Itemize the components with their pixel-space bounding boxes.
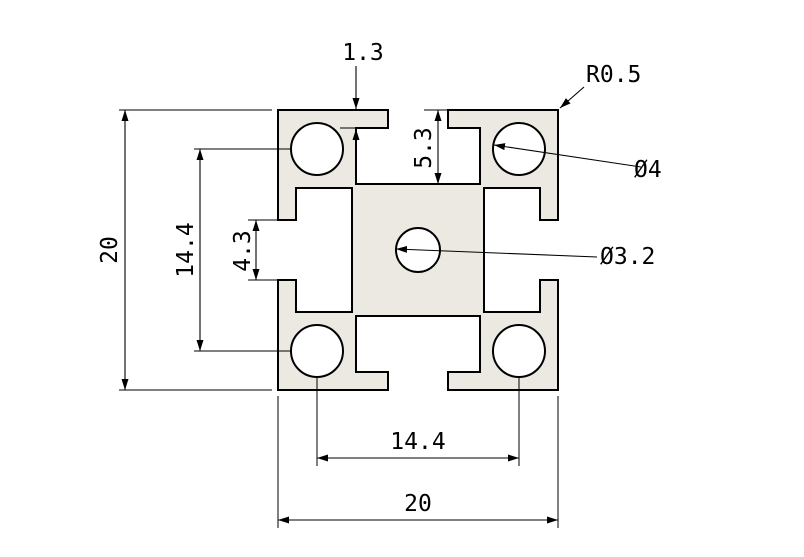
overall-width-label: 20 <box>404 491 432 517</box>
slot-opening-label: 4.3 <box>230 230 256 272</box>
dim-overall-width <box>277 396 559 528</box>
dim-overall-height <box>119 109 272 391</box>
dim-wall-thickness <box>340 66 374 148</box>
wall-thickness-label: 1.3 <box>342 40 384 66</box>
hole-spacing-horizontal-label: 14.4 <box>390 429 445 455</box>
corner-radius-label: R0.5 <box>586 62 641 88</box>
leader-line <box>395 245 598 258</box>
corner-hole-diameter-label: Ø4 <box>634 157 662 183</box>
corner-hole-bottom-left <box>290 324 344 378</box>
leader-line <box>559 86 585 109</box>
center-hole-diameter-label: Ø3.2 <box>600 244 655 270</box>
dim-slot-depth <box>424 109 454 185</box>
leader-corner-radius <box>559 86 585 109</box>
corner-hole-bottom-right <box>492 324 546 378</box>
corner-hole-top-left <box>290 122 344 176</box>
hole-spacing-vertical-label: 14.4 <box>173 222 199 277</box>
leader-corner-hole-diameter <box>493 143 642 168</box>
leader-line <box>493 143 642 168</box>
leader-center-hole-diameter <box>395 245 598 258</box>
overall-height-label: 20 <box>97 236 123 264</box>
dim-slot-opening <box>248 219 294 281</box>
slot-depth-label: 5.3 <box>411 127 437 169</box>
